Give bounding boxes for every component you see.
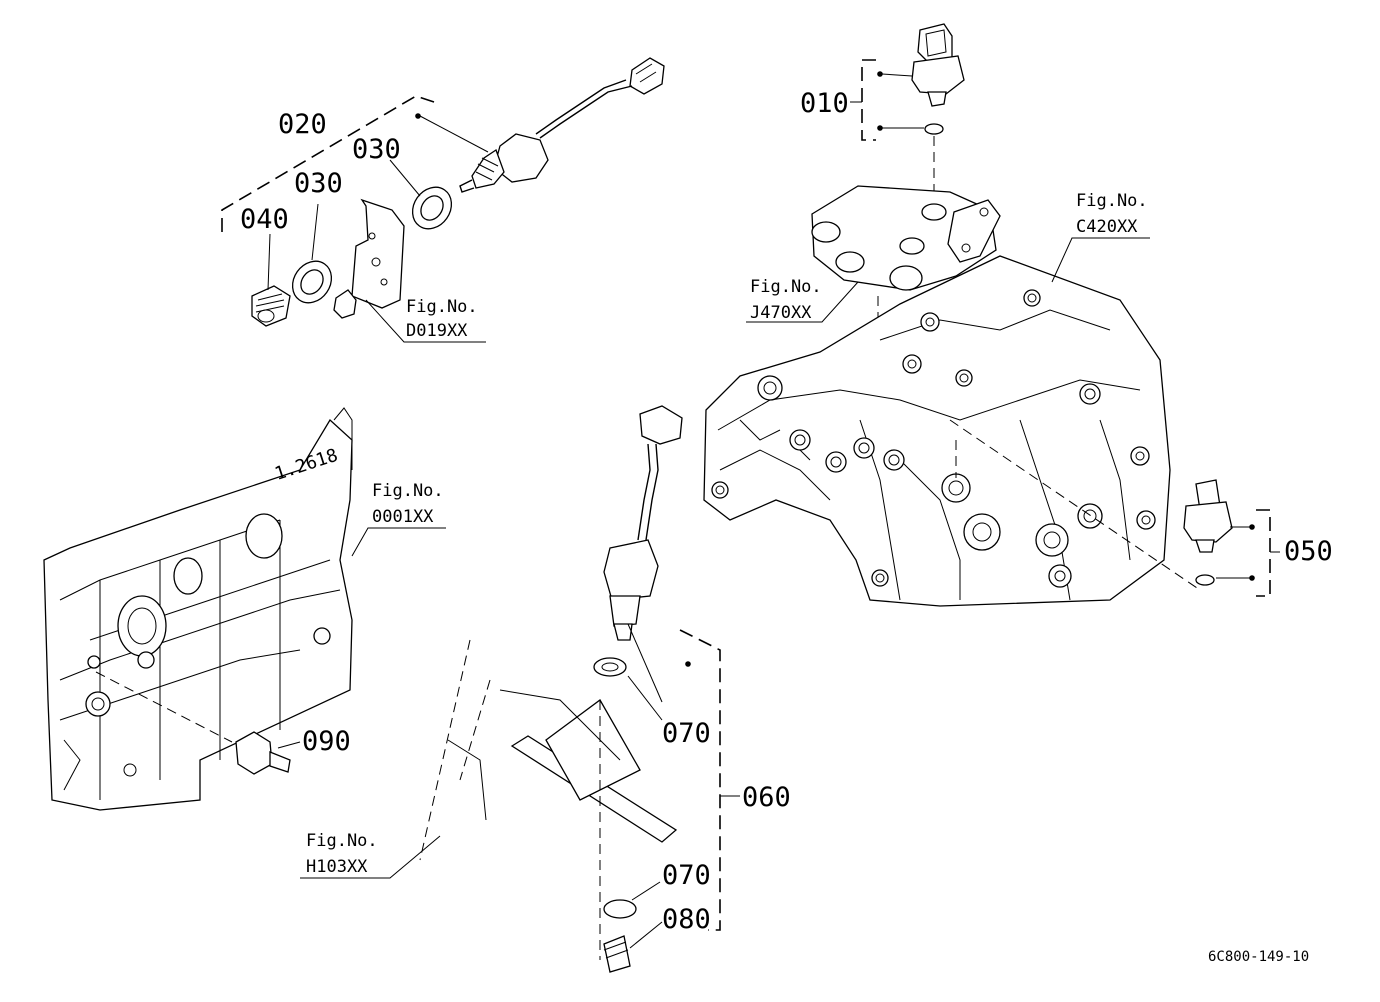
plug-040 [251,285,291,327]
callout-020: 020 [278,109,327,140]
callout-080: 080 [662,904,711,935]
sensor-body [493,133,549,183]
pressure-switch-010 [861,23,965,210]
valve-block [811,185,1001,291]
callout-070-lower: 070 [662,860,711,891]
callout-030-lower: 030 [294,168,343,199]
mounting-bracket [351,198,405,309]
switch-body [911,55,965,95]
callout-030-upper: 030 [352,134,401,165]
sensor-060-body [603,539,659,601]
engine-block [43,407,353,811]
figref-0001-line2: 0001XX [372,507,434,527]
drawing-code: 6C800-149-10 [1208,949,1309,965]
callout-010: 010 [800,88,849,119]
sensor-assembly-060 [419,405,740,973]
figref-c420-line1: Fig.No. [1076,191,1148,211]
figref-0001-line1: Fig.No. [372,481,444,501]
sensor-090 [95,671,301,775]
figref-h103-line2: H103XX [306,857,368,877]
pressure-switch-050 [1183,479,1280,597]
callout-060: 060 [742,782,791,813]
callout-050: 050 [1284,536,1333,567]
callout-090: 090 [302,726,351,757]
figref-h103-line1: Fig.No. [306,831,378,851]
switch-050-body [1183,501,1233,543]
figref-j470-line2: J470XX [750,303,812,323]
figref-d019-line2: D019XX [406,321,468,341]
bracket-bolt [333,289,357,319]
sensor-connector [629,57,665,95]
figref-d019-line1: Fig.No. [406,297,478,317]
washer-070-upper [593,657,627,677]
o-ring-050 [1195,574,1215,586]
callout-040: 040 [240,204,289,235]
sensor-060-connector [639,405,683,445]
sensor-assembly-020 [221,57,665,343]
transmission-case [703,255,1201,607]
figref-j470-line1: Fig.No. [750,277,822,297]
callout-070-upper: 070 [662,718,711,749]
figref-c420-line2: C420XX [1076,217,1138,237]
o-ring-010 [924,123,944,135]
washer-070-lower [603,899,637,919]
sensor-090-body [235,731,273,775]
switch-connector [917,23,953,63]
